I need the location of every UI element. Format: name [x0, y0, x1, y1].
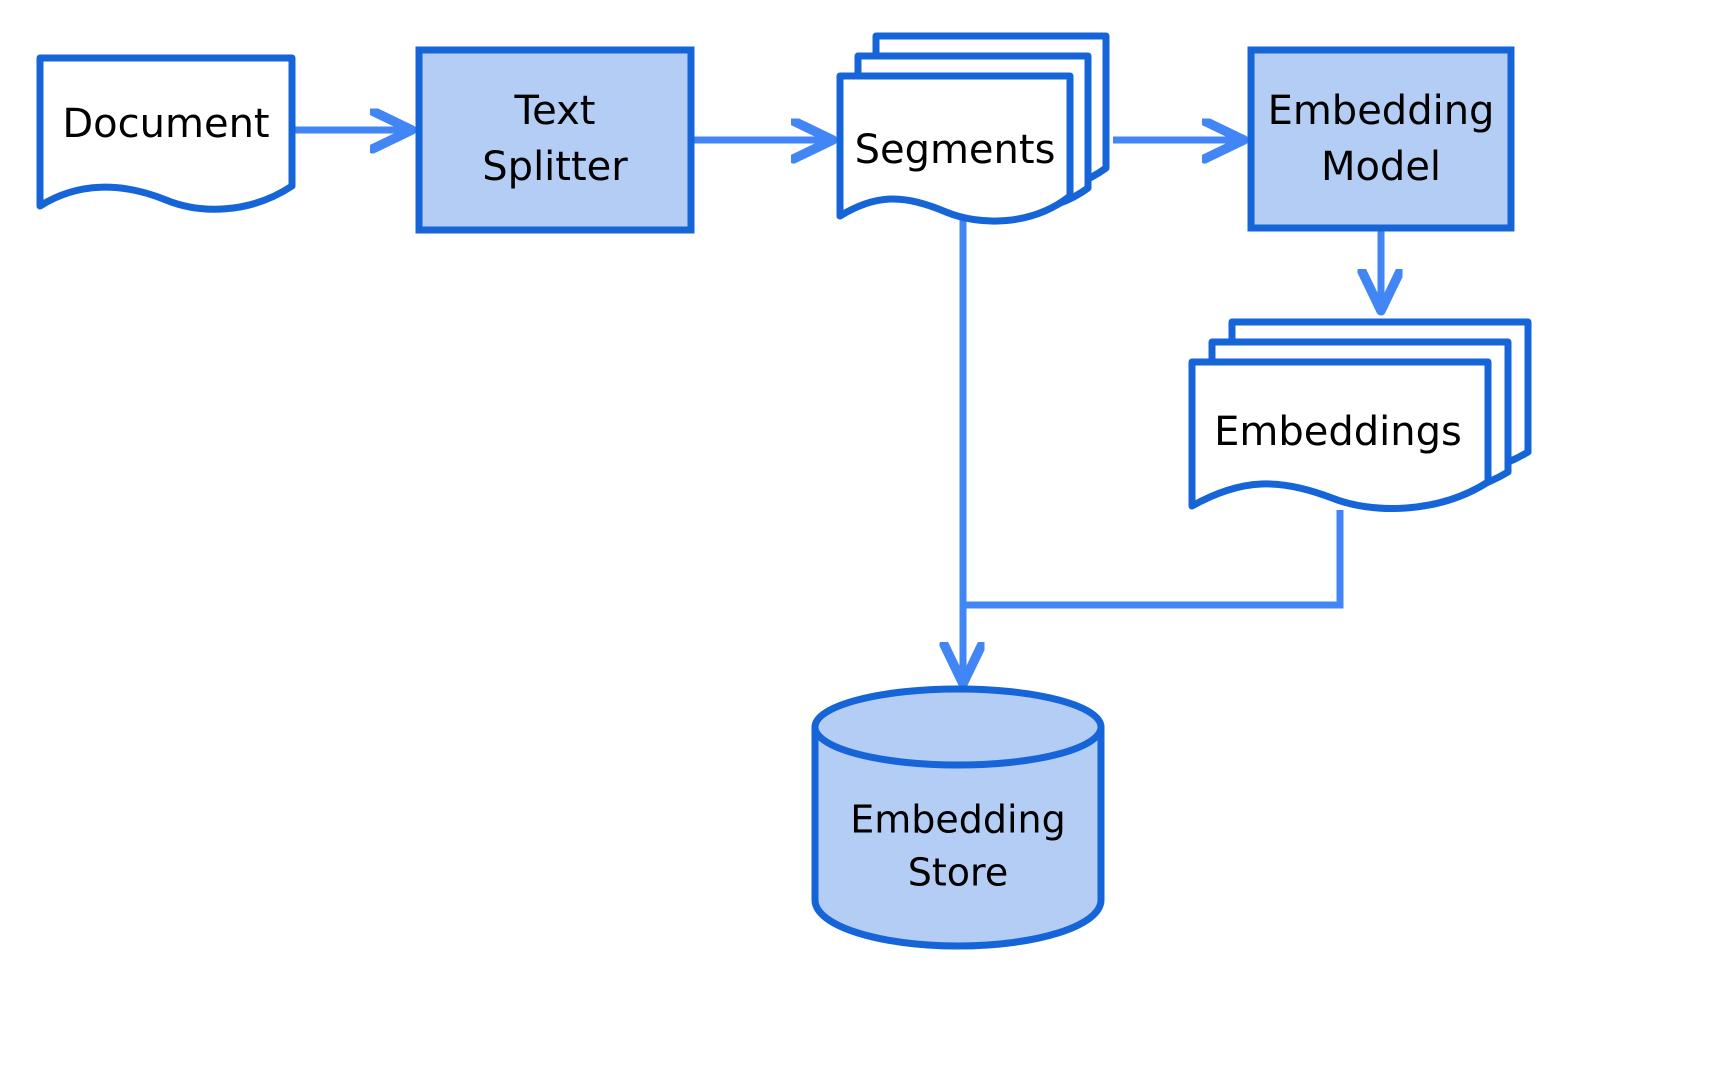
node-document[interactable]: Document: [36, 54, 296, 213]
embedding-model-label-line2: Model: [1321, 144, 1441, 190]
embedding-model-label-line1: Embedding: [1268, 88, 1495, 134]
segments-label: Segments: [855, 127, 1056, 173]
text-splitter-box: [415, 46, 695, 234]
node-segments[interactable]: Segments: [836, 32, 1110, 225]
embedding-model-box: [1247, 46, 1515, 232]
node-embedding-store[interactable]: Embedding Store: [811, 685, 1105, 950]
embedding-store-label-line1: Embedding: [850, 798, 1066, 842]
segments-stack-front-layer: [836, 72, 1074, 225]
embedding-store-label-line2: Store: [908, 851, 1008, 895]
node-embeddings[interactable]: Embeddings: [1188, 318, 1532, 512]
node-embedding-model[interactable]: Embedding Model: [1247, 46, 1515, 232]
embedding-store-cylinder-body: [811, 723, 1105, 950]
embedding-store-cylinder-top: [811, 685, 1105, 769]
edge-embeddings-to-embedding-store: [963, 510, 1344, 609]
text-splitter-label-line2: Splitter: [482, 144, 628, 190]
document-shape: [36, 54, 296, 213]
embeddings-label: Embeddings: [1214, 409, 1462, 455]
node-text-splitter[interactable]: Text Splitter: [415, 46, 695, 234]
text-splitter-label-line1: Text: [514, 88, 596, 134]
document-label: Document: [62, 101, 269, 147]
embeddings-stack-front-layer: [1188, 358, 1492, 512]
connectors-layer: [292, 130, 1381, 681]
